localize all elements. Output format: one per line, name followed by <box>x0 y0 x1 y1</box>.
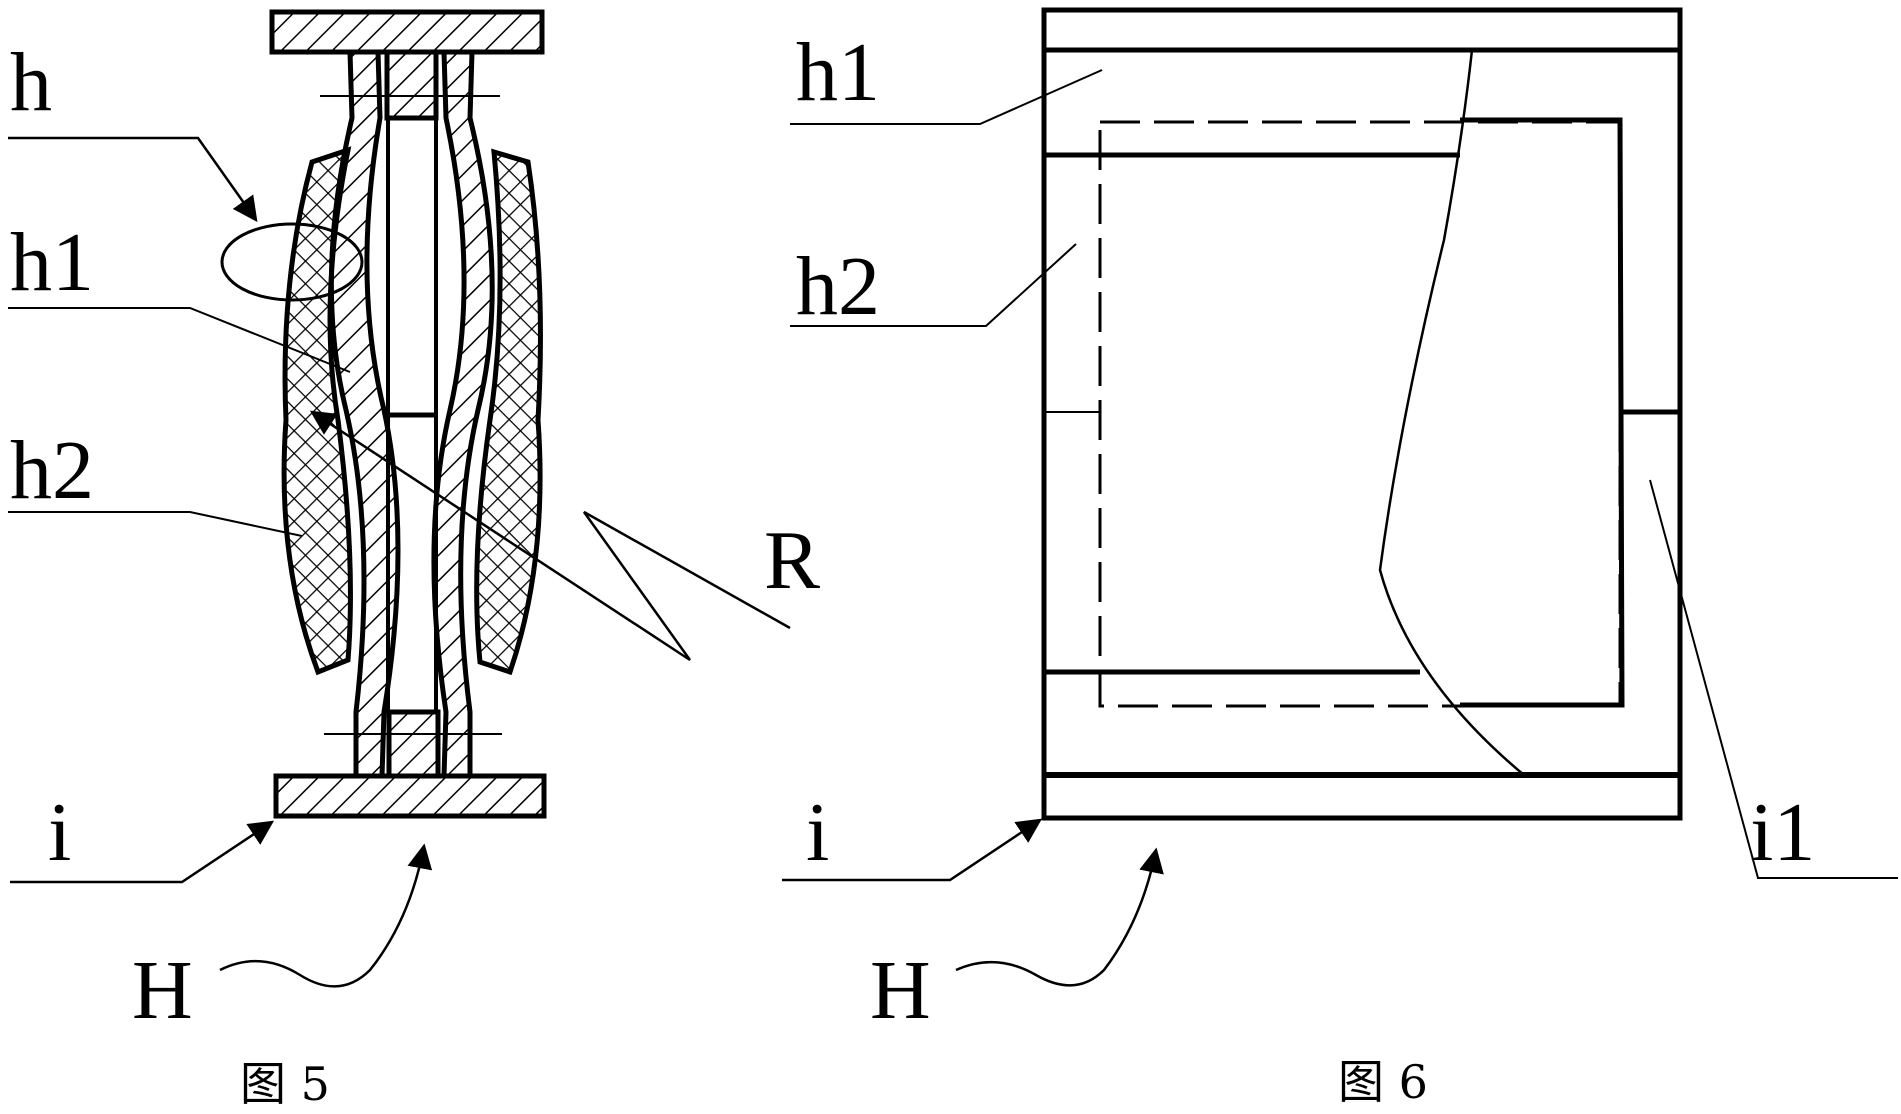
fig5-bottom-flange <box>276 776 544 816</box>
fig5-top-web <box>387 52 436 118</box>
fig5-label-i: i <box>48 786 71 879</box>
fig5-caption: 图 5 <box>240 1057 330 1111</box>
fig5-right-inner-wall <box>434 52 492 776</box>
fig6-label-i: i <box>806 786 829 879</box>
fig6-inner-frame <box>1044 120 1622 705</box>
fig5-label-h: h <box>10 36 52 129</box>
fig6-label-i1: i1 <box>1750 786 1815 879</box>
fig6-label-h1: h1 <box>796 26 880 119</box>
fig6-dashed-rect <box>1100 122 1620 706</box>
fig6-caption: 图 6 <box>1338 1055 1428 1109</box>
fig6-label-big-h: H <box>870 944 931 1037</box>
fig5-label-r: R <box>764 514 820 607</box>
fig6-outer-frame <box>1044 10 1680 818</box>
fig6-leader-big-h <box>956 850 1156 985</box>
figure-5: h h1 h2 R i H 图 5 <box>8 12 820 1111</box>
fig5-label-big-h: H <box>132 944 193 1037</box>
fig6-label-h2: h2 <box>796 240 880 333</box>
fig5-bottom-web <box>389 712 438 776</box>
fig5-label-h1: h1 <box>10 216 94 309</box>
fig6-break-line <box>1380 50 1524 775</box>
fig5-leader-h <box>8 138 256 220</box>
fig5-top-flange <box>272 12 542 52</box>
fig5-leader-big-h <box>220 846 424 986</box>
fig5-label-h2: h2 <box>10 424 94 517</box>
figure-6: h1 h2 i H i1 图 6 <box>782 10 1898 1109</box>
